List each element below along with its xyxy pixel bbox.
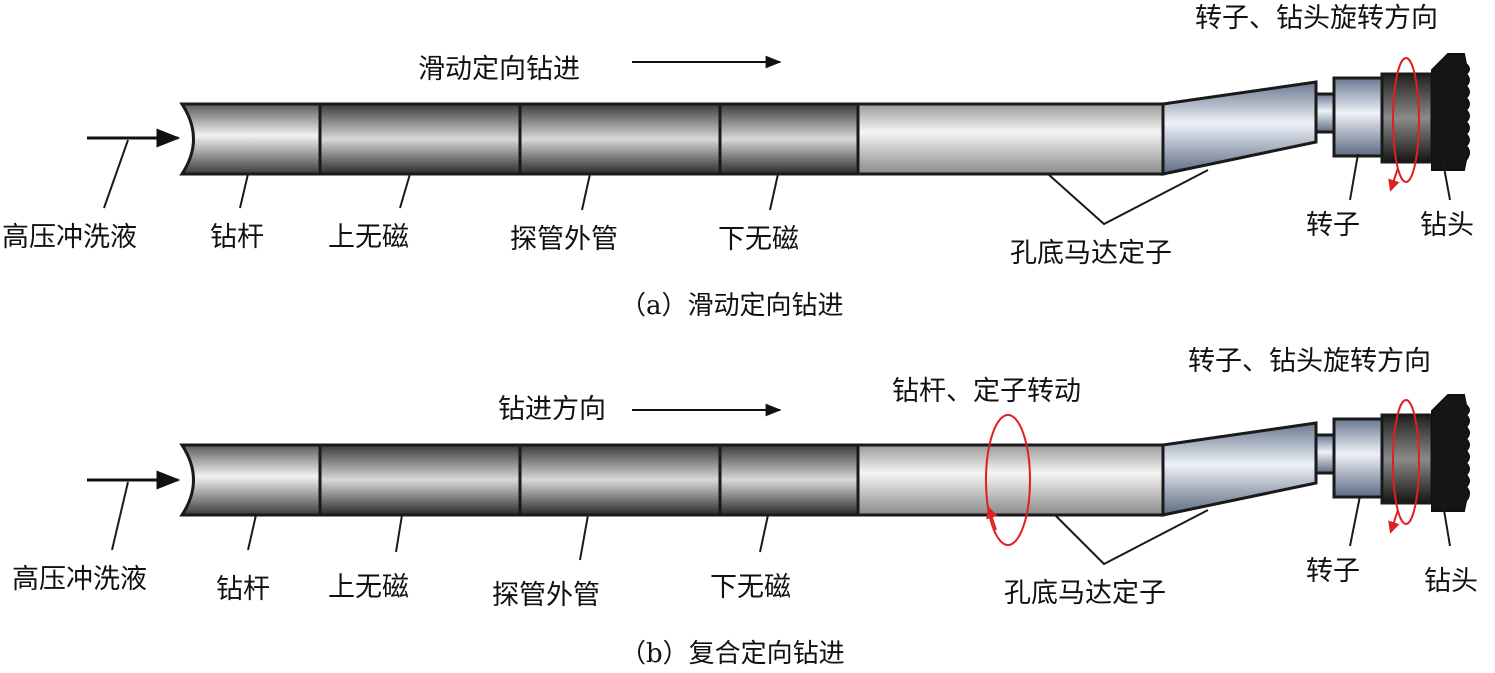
leader-probe-tube xyxy=(579,514,589,561)
leader-motor-stator xyxy=(1054,509,1209,566)
leader-fluid xyxy=(111,481,129,551)
direction-label: 滑动定向钻进 xyxy=(418,54,580,85)
leader-fluid xyxy=(103,139,129,209)
leader-rotor xyxy=(1349,153,1359,201)
leader-drill-pipe xyxy=(247,514,257,551)
rotor-label: 转子 xyxy=(1306,210,1360,241)
panel-b-caption: （b）复合定向钻进 xyxy=(620,639,845,669)
bit-label: 钻头 xyxy=(1424,566,1478,597)
panel-a: 滑动定向钻进 转子、钻头旋转方向 高压冲洗液 钻杆 上无磁 探管外管 下无磁 孔… xyxy=(2,3,1474,321)
drill-pipe-label: 钻杆 xyxy=(210,222,264,253)
leader-motor-stator xyxy=(1047,169,1209,226)
upper-nonmag-label: 上无磁 xyxy=(328,572,409,603)
panel-b: 钻进方向 钻杆、定子转动 转子、钻头旋转方向 高压冲洗液 钻杆 上无磁 xyxy=(12,346,1478,669)
bit-rotation-arrow-icon xyxy=(1388,57,1420,192)
leader-bit xyxy=(1442,161,1451,201)
leader-probe-tube xyxy=(581,173,591,211)
direction-label: 钻进方向 xyxy=(498,394,606,425)
leader-drill-pipe xyxy=(239,173,249,209)
rotation-label: 转子、钻头旋转方向 xyxy=(1195,3,1438,34)
leader-bit xyxy=(1442,503,1451,547)
bit-label: 钻头 xyxy=(1420,210,1474,241)
leader-upper-nonmag xyxy=(399,173,411,209)
motor-stator-label: 孔底马达定子 xyxy=(1004,578,1166,609)
leader-upper-nonmag xyxy=(395,514,403,553)
rotation-label: 转子、钻头旋转方向 xyxy=(1188,346,1431,377)
motor-stator-label: 孔底马达定子 xyxy=(1010,238,1172,269)
rotor-label: 转子 xyxy=(1306,556,1360,587)
leader-lower-nonmag xyxy=(759,514,769,553)
lower-nonmag-label: 下无磁 xyxy=(710,572,791,603)
stator-rotation-arrow-icon xyxy=(985,414,1031,546)
lower-nonmag-label: 下无磁 xyxy=(718,224,799,255)
upper-nonmag-label: 上无磁 xyxy=(328,222,409,253)
bit-rotation-arrow-icon xyxy=(1388,399,1420,534)
panel-a-assembly xyxy=(180,52,1471,176)
fluid-label: 高压冲洗液 xyxy=(12,564,147,595)
fluid-label: 高压冲洗液 xyxy=(2,222,137,253)
probe-tube-label: 探管外管 xyxy=(510,224,618,255)
probe-tube-label: 探管外管 xyxy=(492,580,600,611)
panel-b-assembly xyxy=(180,393,1471,517)
leader-lower-nonmag xyxy=(769,173,779,211)
drill-pipe-label: 钻杆 xyxy=(216,574,270,605)
stator-rotation-label: 钻杆、定子转动 xyxy=(892,376,1081,407)
leader-rotor xyxy=(1349,495,1361,547)
panel-a-caption: （a）滑动定向钻进 xyxy=(620,291,844,321)
